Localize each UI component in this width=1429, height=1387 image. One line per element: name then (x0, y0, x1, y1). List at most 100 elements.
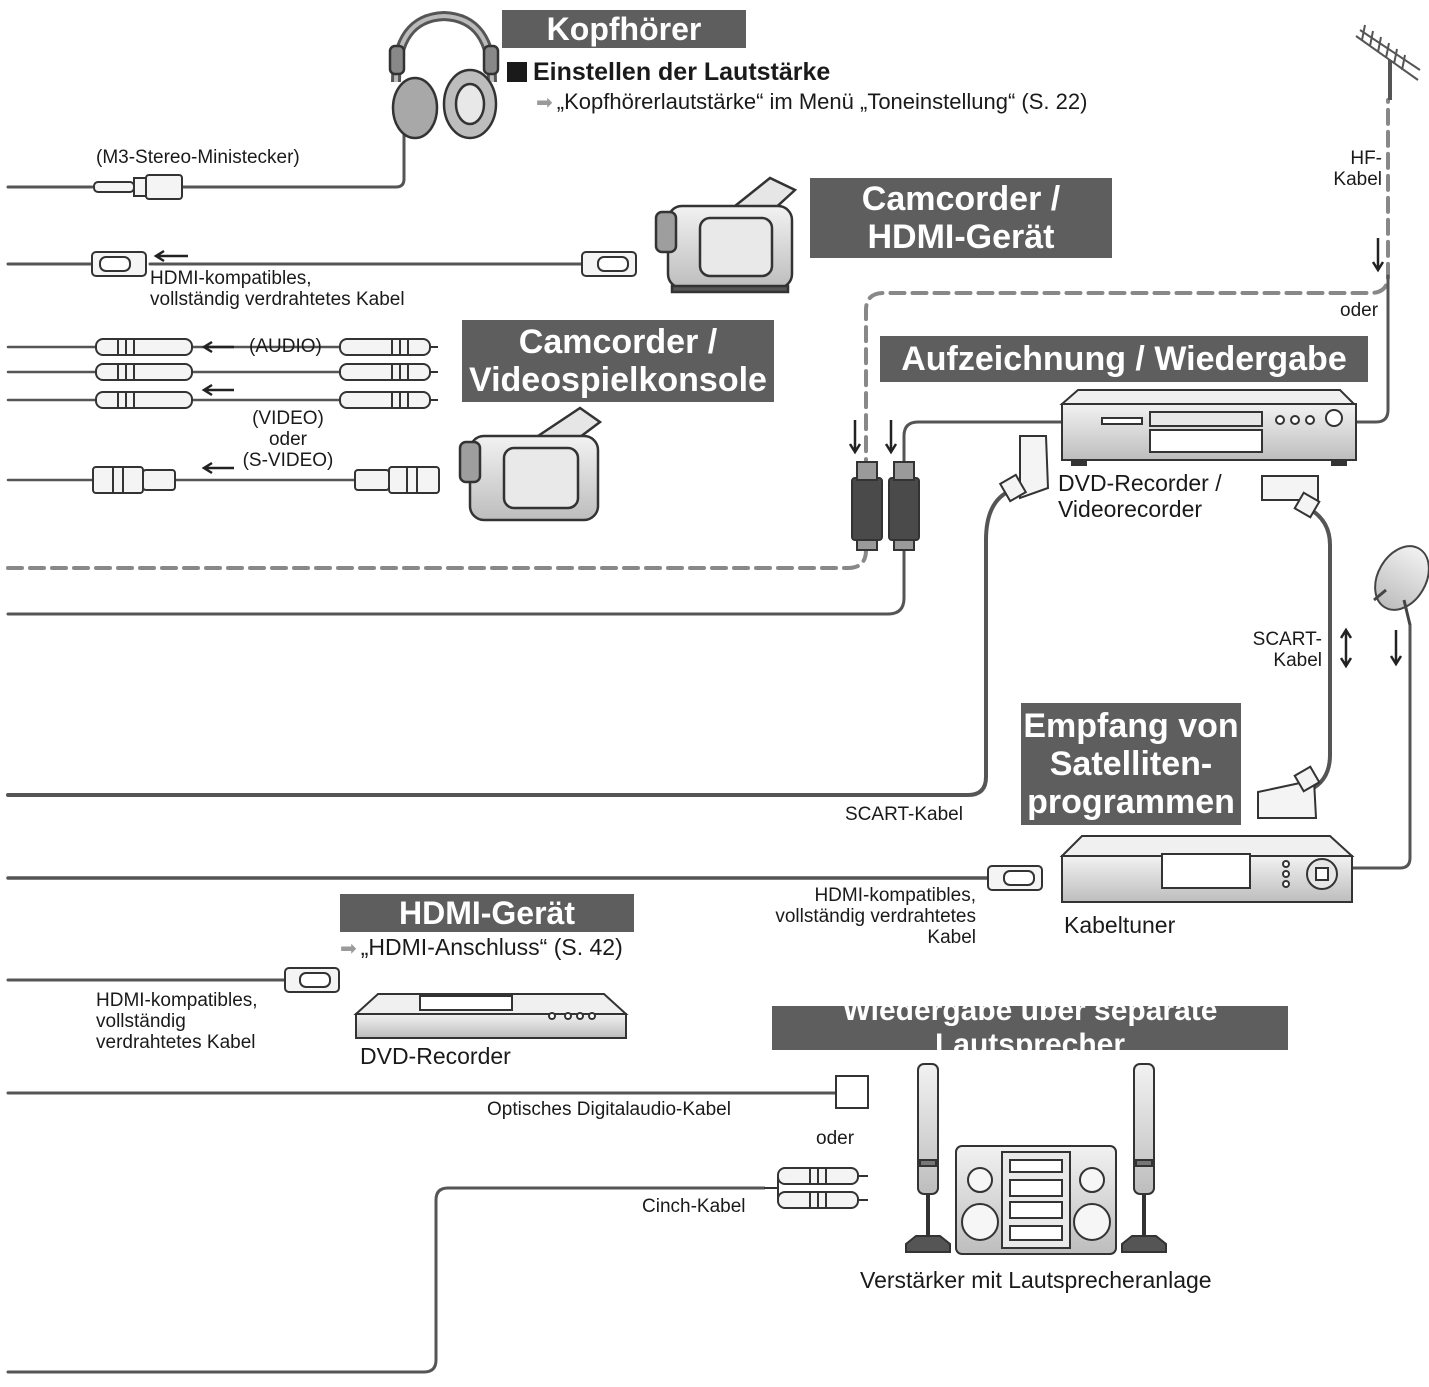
square-bullet-icon (507, 62, 527, 82)
volume-title: Einstellen der Lautstärke (507, 58, 830, 87)
dvd-recorder-icon (353, 993, 629, 1039)
heading-camcorder-hdmi: Camcorder / HDMI-Gerät (810, 178, 1112, 258)
arrow-right-icon: ➡ (340, 938, 357, 960)
label-line: Kabel (1273, 650, 1322, 671)
label-cable-tuner: Kabeltuner (1064, 912, 1176, 938)
heading-recording: Aufzeichnung / Wiedergabe (880, 336, 1368, 382)
arrow-left-icon (201, 461, 234, 475)
heading-recording-text: Aufzeichnung / Wiedergabe (901, 339, 1347, 378)
rf-plug-solid (888, 461, 920, 551)
cinch-cable (6, 1186, 766, 1374)
label-line: verdrahtetes Kabel (96, 1032, 256, 1053)
heading-speakers-text: Wiedergabe über separate Lautsprecher (842, 994, 1218, 1061)
label-audio: (AUDIO) (249, 336, 322, 357)
heading-line: Camcorder / (861, 180, 1061, 218)
satellite-dish-icon (1373, 545, 1429, 626)
label-minijack: (M3-Stereo-Ministecker) (96, 147, 300, 168)
stereo-system-icon (955, 1145, 1117, 1255)
arrow-left-icon (201, 383, 234, 397)
label-line: Kabel (1333, 169, 1382, 190)
rf-cable-recorder-antenna (1353, 274, 1390, 424)
label-scart-left: SCART-Kabel (845, 804, 963, 825)
label-amplifier: Verstärker mit Lautsprecheranlage (860, 1267, 1212, 1293)
volume-reference: ➡„Kopfhörerlautstärke“ im Menü „Toneinst… (536, 89, 1087, 115)
scart-plug-recorder-right (1261, 475, 1321, 519)
antenna-icon (1355, 24, 1421, 100)
heading-satellite: Empfang von Satelliten- programmen (1021, 703, 1241, 825)
rca-plugs-right (339, 338, 438, 409)
heading-camcorder-console: Camcorder / Videospielkonsole (462, 320, 774, 402)
label-or-audio: oder (816, 1128, 855, 1149)
label-line: Kabel (927, 927, 976, 948)
label-optical: Optisches Digitalaudio-Kabel (487, 1099, 731, 1120)
scart-plug-tuner (1257, 765, 1321, 819)
hdmi-reference: ➡„HDMI-Anschluss“ (S. 42) (340, 934, 623, 961)
speaker-icon (905, 1063, 951, 1253)
label-line: SCART- (1252, 629, 1322, 650)
heading-hdmi-device-text: HDMI-Gerät (398, 894, 575, 931)
heading-headphones-text: Kopfhörer (546, 10, 702, 47)
label-line: HDMI-kompatibles, (814, 885, 976, 906)
heading-line: programmen (1027, 783, 1235, 821)
speaker-icon (1121, 1063, 1167, 1253)
label-line: vollständig verdrahtetes Kabel (150, 289, 405, 310)
label-dvd-recorder: DVD-Recorder (360, 1043, 511, 1069)
arrow-down-icon (1371, 238, 1385, 273)
label-hdmi-dvd: HDMI-kompatibles, vollständig verdrahtet… (96, 990, 258, 1053)
label-cinch: Cinch-Kabel (642, 1196, 746, 1217)
svideo-plug-right (354, 466, 440, 494)
hdmi-plug-tuner (987, 865, 1043, 891)
label-line: (S-VIDEO) (242, 450, 334, 471)
arrow-left-icon (153, 249, 188, 263)
label-hdmi-tuner: HDMI-kompatibles, vollständig verdrahtet… (740, 885, 976, 948)
heading-line: HDMI-Gerät (867, 218, 1055, 256)
rf-plug-dashed (851, 461, 883, 551)
scart-cable-right (1306, 506, 1332, 792)
rf-cable-dashed (6, 98, 1390, 570)
label-scart-right: SCART- Kabel (1236, 629, 1322, 671)
label-line: Videorecorder (1058, 496, 1203, 522)
signal-arrows (153, 238, 1403, 669)
hdmi-reference-text: „HDMI-Anschluss“ (S. 42) (360, 934, 623, 960)
svideo-plug-left (92, 466, 176, 494)
label-line: vollständig (96, 1011, 186, 1032)
heading-hdmi-device: HDMI-Gerät (340, 894, 634, 932)
heading-line: Satelliten- (1049, 745, 1213, 783)
headphones-icon (388, 10, 500, 140)
minijack-plug (93, 174, 183, 200)
volume-title-text: Einstellen der Lautstärke (533, 58, 831, 86)
scart-plug-recorder-left (998, 435, 1050, 503)
heading-headphones: Kopfhörer (502, 10, 746, 48)
heading-line: Empfang von (1023, 707, 1239, 745)
dvd-recorder-icon (1059, 389, 1357, 466)
arrow-down-icon (1389, 630, 1403, 667)
volume-reference-text: „Kopfhörerlautstärke“ im Menü „Toneinste… (556, 89, 1088, 114)
label-line: oder (268, 429, 308, 450)
hdmi-plug-tv-side (91, 251, 147, 277)
optical-plug (835, 1075, 869, 1109)
rca-plugs-left (95, 338, 193, 409)
label-hdmi-top: HDMI-kompatibles, vollständig verdrahtet… (150, 268, 405, 310)
label-line: (VIDEO) (252, 408, 324, 429)
heading-speakers: Wiedergabe über separate Lautsprecher (772, 994, 1288, 1061)
cinch-plugs (764, 1167, 868, 1209)
label-video: (VIDEO) oder (S-VIDEO) (236, 408, 340, 471)
headphone-cable (6, 132, 406, 189)
cable-tuner-icon (1059, 835, 1355, 903)
heading-line: Videospielkonsole (469, 361, 767, 399)
hdmi-plug-dvd (284, 967, 340, 993)
label-line: HF- (1350, 148, 1382, 169)
label-rf-or: oder (1340, 300, 1379, 321)
label-dvd-vcr: DVD-Recorder / Videorecorder (1058, 470, 1222, 522)
camcorder-icon (654, 176, 798, 294)
hdmi-plug-camcorder-side (581, 251, 637, 277)
label-line: HDMI-kompatibles, (96, 990, 258, 1011)
arrow-right-icon: ➡ (536, 92, 553, 114)
heading-line: Camcorder / (518, 323, 718, 361)
scart-cable-left (6, 488, 1014, 797)
connectors (91, 174, 1321, 1209)
satellite-cable (1350, 623, 1412, 870)
arrow-down-icon (884, 420, 898, 455)
label-line: vollständig verdrahtetes (775, 906, 976, 927)
